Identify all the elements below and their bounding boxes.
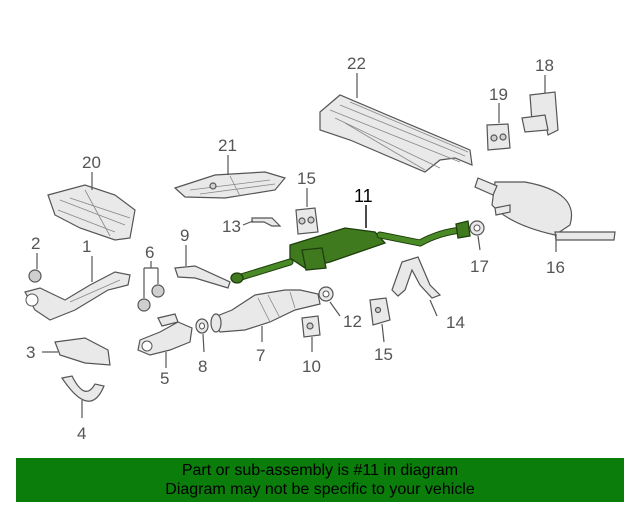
part-1-front-pipe[interactable] (24, 271, 131, 321)
callout-7[interactable]: 7 (256, 346, 265, 365)
part-22-heat-shield[interactable] (319, 94, 473, 173)
callout-15-upper[interactable]: 15 (297, 169, 316, 188)
part-8-gasket[interactable] (195, 318, 209, 334)
part-5-flange-pipe[interactable] (137, 313, 193, 356)
leader-15-lower (381, 323, 385, 343)
part-2-nut[interactable] (28, 269, 42, 283)
leader-6 (143, 261, 159, 298)
part-info-banner: Part or sub-assembly is #11 in diagram D… (16, 458, 624, 502)
part-4-clamp[interactable] (61, 375, 105, 402)
part-19-hanger[interactable] (486, 123, 511, 151)
banner-line-disclaimer: Diagram may not be specific to your vehi… (165, 481, 475, 498)
leader-17 (477, 235, 481, 251)
part-17-gasket[interactable] (469, 220, 485, 236)
leader-14 (429, 299, 438, 317)
part-18-bracket[interactable] (521, 91, 559, 136)
part-9-bracket[interactable] (174, 265, 231, 289)
leader-13 (242, 220, 254, 226)
callout-18[interactable]: 18 (535, 56, 554, 75)
callout-15-lower[interactable]: 15 (374, 345, 393, 364)
callout-14[interactable]: 14 (446, 313, 465, 332)
callout-6[interactable]: 6 (145, 243, 154, 262)
part-13-bolt[interactable] (251, 217, 282, 227)
callout-9[interactable]: 9 (180, 226, 189, 245)
callout-8[interactable]: 8 (198, 357, 207, 376)
leader-12 (329, 301, 341, 317)
callout-10[interactable]: 10 (302, 357, 321, 376)
part-16-rear-muffler[interactable] (474, 177, 616, 241)
part-11-center-muffler[interactable] (230, 220, 471, 284)
callout-20[interactable]: 20 (82, 153, 101, 172)
part-12-gasket[interactable] (318, 286, 334, 302)
part-7-catalytic-converter[interactable] (210, 289, 321, 333)
callout-1[interactable]: 1 (82, 237, 91, 256)
callout-11[interactable]: 11 (354, 186, 373, 206)
callout-3[interactable]: 3 (26, 343, 35, 362)
part-15-hanger-upper[interactable] (295, 207, 319, 235)
callout-21[interactable]: 21 (218, 136, 237, 155)
callout-5[interactable]: 5 (160, 369, 169, 388)
callout-19[interactable]: 19 (489, 85, 508, 104)
leader-8 (202, 333, 205, 353)
callout-17[interactable]: 17 (470, 257, 489, 276)
callout-16[interactable]: 16 (546, 258, 565, 277)
part-21-heat-shield[interactable] (173, 171, 287, 199)
callout-22[interactable]: 22 (347, 54, 366, 73)
part-10-hanger[interactable] (301, 315, 321, 338)
callout-13[interactable]: 13 (222, 217, 241, 236)
part-3-bracket[interactable] (54, 337, 111, 366)
callout-4[interactable]: 4 (77, 424, 86, 443)
callout-12[interactable]: 12 (343, 312, 362, 331)
part-15-hanger-lower[interactable] (369, 297, 391, 326)
part-14-hanger-bracket[interactable] (391, 256, 442, 299)
banner-line-part: Part or sub-assembly is #11 in diagram (181, 462, 459, 479)
callout-2[interactable]: 2 (31, 234, 40, 253)
part-6-nuts[interactable] (137, 284, 165, 312)
exhaust-parts-diagram: 22 18 19 16 17 15 (24, 54, 616, 443)
part-20-heat-shield[interactable] (47, 184, 136, 241)
